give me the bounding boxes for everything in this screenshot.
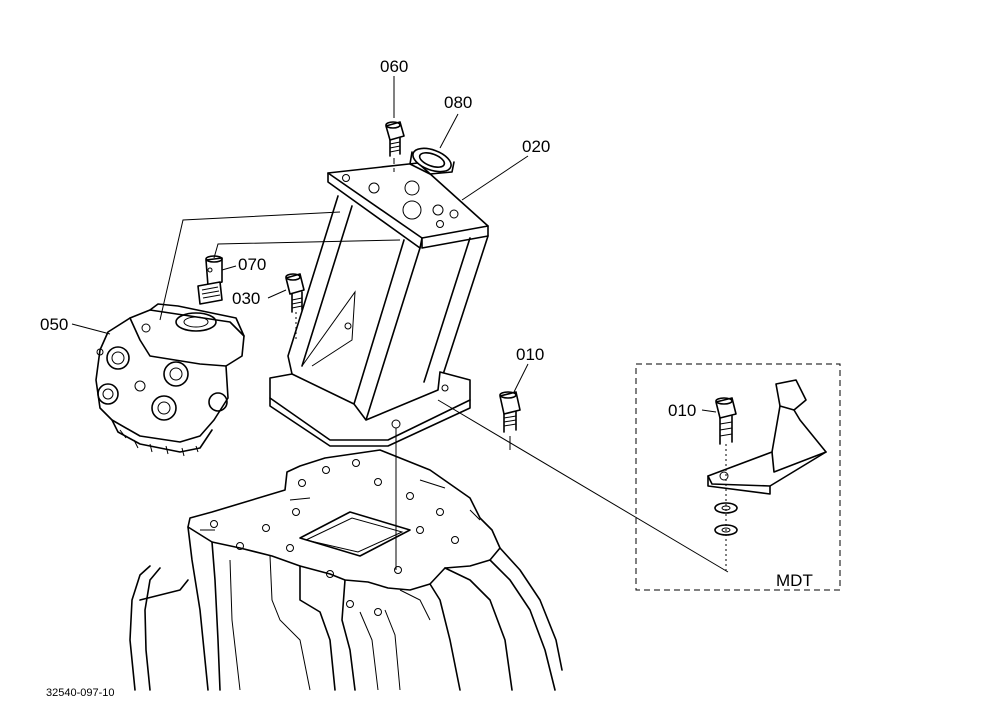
callout-010-mdt: 010 bbox=[668, 401, 696, 420]
steering-bracket bbox=[269, 162, 489, 447]
bolt-030 bbox=[285, 273, 305, 313]
drawing-reference: 32540-097-10 bbox=[46, 687, 115, 699]
bolt-010-main bbox=[499, 391, 521, 433]
callout-050: 050 bbox=[40, 315, 68, 334]
oil-seal bbox=[409, 147, 455, 175]
mdt-inset bbox=[635, 363, 841, 591]
callout-080: 080 bbox=[444, 93, 472, 112]
callout-010-main: 010 bbox=[516, 345, 544, 364]
transmission-housing bbox=[129, 449, 563, 691]
steering-shaft bbox=[197, 255, 223, 305]
callout-020: 020 bbox=[522, 137, 550, 156]
bolt-060 bbox=[385, 121, 405, 157]
steering-unit bbox=[95, 303, 245, 457]
callout-060: 060 bbox=[380, 57, 408, 76]
leader-lines bbox=[71, 76, 729, 573]
callout-070: 070 bbox=[238, 255, 266, 274]
callout-030: 030 bbox=[232, 289, 260, 308]
mdt-label: MDT bbox=[776, 571, 813, 590]
